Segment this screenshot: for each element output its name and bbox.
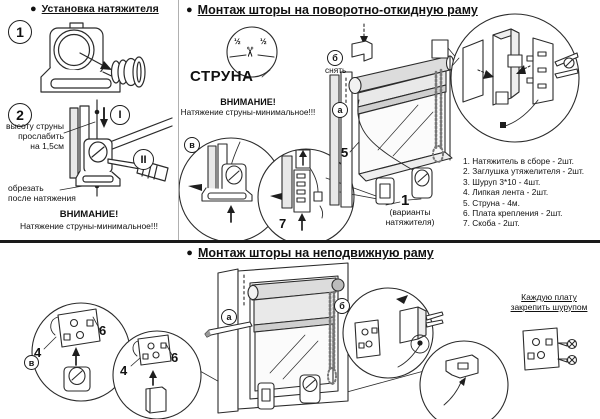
parts-list-item: 3. Шуруп 3*10 - 4шт. — [463, 176, 541, 187]
tensioner-install-panel: ● Установка натяжителя 1 2 I II высоту с… — [0, 0, 178, 241]
callout-b-badge: б — [327, 50, 343, 66]
callout-a-badge-bottom: а — [221, 309, 237, 325]
tilt-turn-mount-panel: ● Монтаж шторы на поворотно-откидную рам… — [178, 0, 600, 241]
slack-note: высоту струны прослабить на 1,5см — [6, 121, 64, 151]
tensioner-variants-figure — [375, 167, 433, 206]
part-6-label: 6 — [99, 323, 107, 338]
bottom-panel-title: Монтаж шторы на неподвижную раму — [197, 246, 434, 260]
screw-note: Каждую плату закрепить шурупом — [510, 292, 588, 312]
parts-list-item: 6. Плата крепления - 2шт. — [463, 208, 563, 219]
fixed-frame-drawing — [31, 262, 578, 419]
left-panel-title: Установка натяжителя — [41, 3, 159, 15]
plate-screw-figure — [522, 327, 578, 371]
right-warning-title: ВНИМАНИЕ! — [220, 97, 276, 107]
phase-2-badge: II — [133, 149, 154, 170]
variants-note: (варианты натяжителя) — [385, 207, 435, 227]
parts-list-item: 5. Струна - 4м. — [463, 197, 520, 208]
vertical-divider — [178, 0, 179, 240]
right-warning-text: Натяжение струны-минимальное!!! — [180, 107, 316, 117]
step-1-badge: 1 — [8, 20, 32, 44]
parts-list: 1. Натяжитель в сборе - 2шт. 2. Заглушка… — [463, 156, 598, 229]
struna-label: СТРУНА — [190, 68, 254, 85]
chain-figure — [432, 68, 444, 163]
callout-v-badge: в — [184, 137, 200, 153]
bracket-figure — [40, 22, 121, 93]
phase-1-badge: I — [110, 105, 130, 125]
callout-v-badge-bottom: в — [24, 355, 39, 370]
tilt-turn-drawing — [178, 13, 580, 241]
horizontal-divider — [0, 240, 600, 243]
callout-b-badge-bottom: б — [334, 298, 350, 314]
part-4b-label: 4 — [120, 363, 128, 378]
left-warning-title: ВНИМАНИЕ! — [59, 209, 119, 220]
parts-list-item: 1. Натяжитель в сборе - 2шт. — [463, 156, 574, 166]
plug-screw-figure — [110, 56, 146, 88]
right-panel-title: Монтаж шторы на поворотно-откидную раму — [197, 3, 478, 17]
left-warning-text: Натяжение струны-минимальное!!! — [19, 221, 158, 231]
parts-list-item: 4. Липкая лента - 2шт. — [463, 187, 549, 198]
tensioner-device-figure — [75, 138, 121, 187]
half-right-label: ½ — [260, 37, 267, 46]
hook-mount-detail — [257, 148, 355, 241]
bracket-exploded-detail — [450, 13, 580, 143]
remove-note: снять — [325, 65, 347, 75]
part-7-label: 7 — [279, 216, 287, 231]
part-6b-label: 6 — [171, 350, 179, 365]
bullet-icon: ● — [30, 2, 37, 15]
string-cut-detail — [226, 26, 278, 78]
fixed-window-figure — [217, 262, 349, 414]
plate-plug-detail — [112, 330, 202, 419]
bullet-icon: ● — [186, 246, 193, 259]
fixed-frame-mount-panel: ● Монтаж шторы на неподвижную раму в 4 6… — [0, 243, 600, 419]
tensioner-mount-detail — [178, 137, 284, 241]
corner-bracket-detail — [419, 340, 509, 419]
part-5-label: 5 — [341, 145, 349, 160]
bottom-panel-header: ● Монтаж шторы на неподвижную раму — [160, 246, 460, 260]
scissors-icon: ✂ — [241, 46, 258, 58]
window-figure — [325, 23, 459, 208]
half-left-label: ½ — [234, 37, 241, 46]
left-panel-header: ● Установка натяжителя — [30, 3, 159, 15]
plate-tape-detail — [31, 302, 131, 402]
parts-list-item: 7. Скоба - 2шт. — [463, 218, 520, 229]
cut-note: обрезать после натяжения — [8, 183, 76, 203]
tensioner-install-drawing — [40, 22, 173, 197]
right-panel-header: ● Монтаж шторы на поворотно-откидную рам… — [186, 3, 478, 17]
parts-list-item: 2. Заглушка утяжелителя - 2шт. — [463, 166, 585, 177]
step-2-badge: 2 — [8, 103, 32, 127]
bullet-icon: ● — [186, 3, 193, 16]
plate-hook-detail — [342, 287, 444, 379]
pencil-figure — [204, 321, 253, 338]
part-1-label: 1 — [401, 192, 410, 209]
callout-a-badge: а — [332, 102, 348, 118]
part-4-label: 4 — [34, 345, 42, 360]
